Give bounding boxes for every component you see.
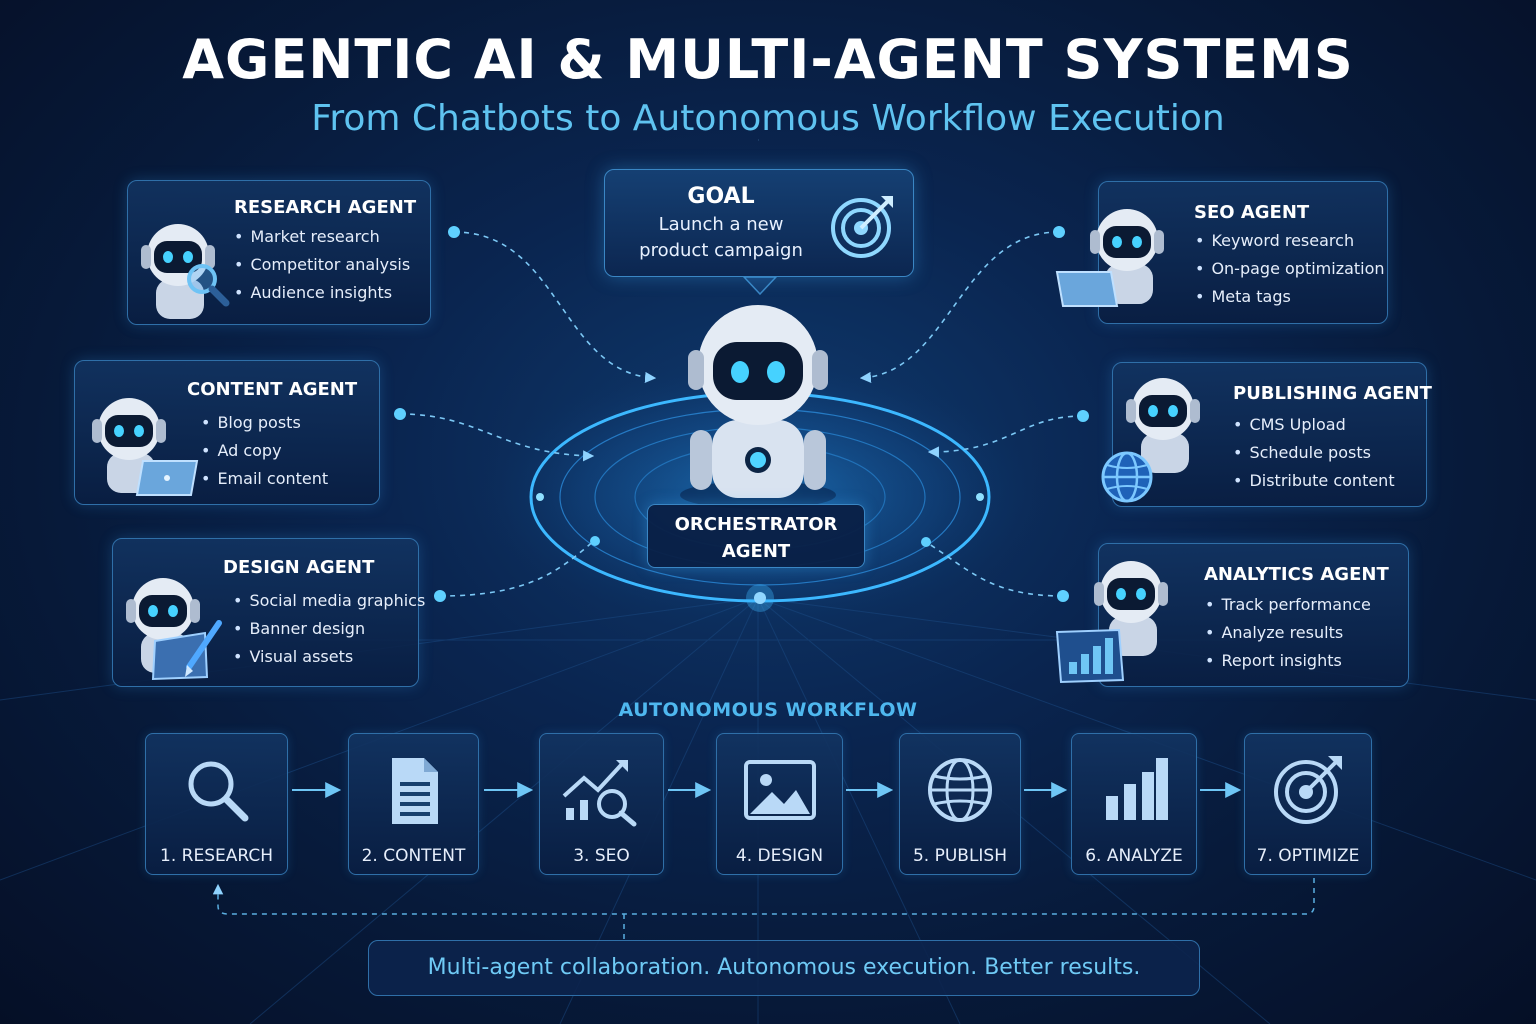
agent-task: Meta tags [1195,283,1385,311]
agent-task: On-page optimization [1195,255,1384,283]
robot-icon [1094,561,1168,656]
agent-task-list: Keyword research On-page optimization Me… [1195,227,1385,311]
orchestrator-line-2: AGENT [721,541,791,562]
workflow-title: AUTONOMOUS WORKFLOW [618,699,918,721]
agent-card-analytics: ANALYTICS AGENT Track performance Analyz… [1055,543,1409,687]
agent-task: Email content [201,465,328,493]
agent-task: Keyword research [1195,227,1385,255]
feedback-loop [212,878,1315,940]
tagline: Multi-agent collaboration. Autonomous ex… [368,940,1200,996]
agent-card-seo: SEO AGENT Keyword research On-page optim… [1055,181,1388,324]
agent-name: DESIGN AGENT [223,557,375,578]
workflow-step-label: 6. ANALYZE [1085,846,1183,866]
document-icon [391,758,438,824]
goal-line-1: Launch a new [658,214,784,235]
agent-task: Blog posts [201,409,328,437]
agent-task: Schedule posts [1233,439,1395,467]
agent-task: Social media graphics [233,587,425,615]
agent-task: Competitor analysis [234,251,410,279]
robot-icon [1090,209,1164,304]
workflow-step-label: 4. DESIGN [735,846,824,866]
agent-name: CONTENT AGENT [187,379,358,400]
agent-card-publishing: PUBLISHING AGENT CMS Upload Schedule pos… [1101,362,1432,507]
agent-task-list: Blog posts Ad copy Email content [201,409,328,493]
orchestrator-robot-icon [680,305,836,509]
magnifier-icon [187,264,230,307]
goal-line-2: product campaign [639,240,803,261]
agent-task: Report insights [1205,647,1371,675]
agent-task-list: Social media graphics Banner design Visu… [233,587,425,671]
agent-task: Audience insights [234,279,410,307]
workflow-step-label: 3. SEO [573,846,630,866]
page-subtitle: From Chatbots to Autonomous Workflow Exe… [311,98,1225,139]
page-title: AGENTIC AI & MULTI-AGENT SYSTEMS [182,28,1354,91]
agent-card-content: CONTENT AGENT Blog posts Ad copy Email c… [74,360,380,505]
target-icon [831,196,893,258]
robot-icon [1126,378,1200,473]
workflow-step-design: 4. DESIGN [716,733,843,875]
workflow-step-analyze: 6. ANALYZE [1071,733,1197,875]
agent-task-list: Market research Competitor analysis Audi… [234,223,410,307]
workflow-step-label: 7. OPTIMIZE [1256,846,1360,866]
orchestrator-line-1: ORCHESTRATOR [674,514,838,535]
agent-task: CMS Upload [1233,411,1395,439]
agent-task: Distribute content [1233,467,1394,495]
agent-name: PUBLISHING AGENT [1233,383,1432,404]
globe-icon [1101,451,1153,503]
workflow-step-seo: 3. SEO [539,733,664,875]
workflow-step-content: 2. CONTENT [348,733,479,875]
bar-chart-icon [1106,758,1168,820]
agent-connectors [399,231,1084,597]
agent-task: Ad copy [201,437,328,465]
workflow-step-optimize: 7. OPTIMIZE [1244,733,1372,875]
agent-task: Visual assets [233,643,425,671]
agent-task: Analyze results [1205,619,1371,647]
agent-name: ANALYTICS AGENT [1204,564,1389,585]
agent-name: SEO AGENT [1194,202,1310,223]
agent-card-research: RESEARCH AGENT Market research Competito… [127,180,431,325]
seo-trend-icon [562,760,636,827]
workflow-step-label: 5. PUBLISH [912,846,1008,866]
goal-card: GOAL Launch a new product campaign [604,169,914,277]
agent-name: RESEARCH AGENT [234,197,417,218]
laptop-icon [1055,271,1119,307]
bar-chart-icon [1055,628,1125,684]
agent-task: Banner design [233,615,425,643]
workflow-step-label: 1. RESEARCH [160,846,273,866]
globe-icon [928,758,992,822]
laptop-icon [135,460,199,496]
agent-task: Track performance [1205,591,1370,619]
goal-title: GOAL [687,184,755,209]
agent-task: Market research [234,223,410,251]
agent-task-list: CMS Upload Schedule posts Distribute con… [1233,411,1395,495]
workflow-step-publish: 5. PUBLISH [899,733,1021,875]
image-icon [743,760,816,820]
agent-card-design: DESIGN AGENT Social media graphics Banne… [112,538,425,687]
paintbrush-icon [151,620,222,681]
connector-dots [394,226,1089,602]
agent-task-list: Track performance Analyze results Report… [1205,591,1371,675]
search-icon [188,761,248,822]
workflow-step-research: 1. RESEARCH [145,733,288,875]
target-icon [1274,756,1342,824]
workflow-step-label: 2. CONTENT [361,846,466,866]
orchestrator-label: ORCHESTRATOR AGENT [647,504,865,568]
